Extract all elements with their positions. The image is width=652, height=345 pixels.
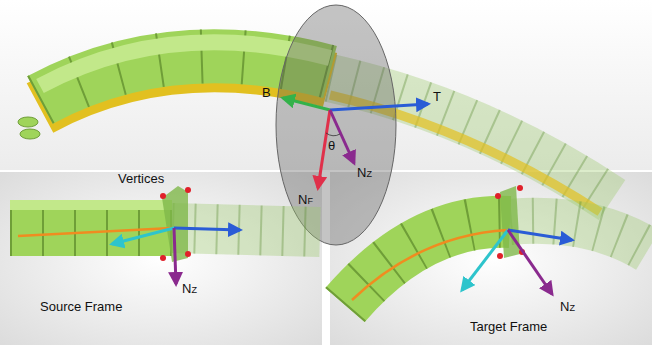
angle-label: θ — [328, 139, 335, 153]
target-frame-robot — [345, 185, 648, 305]
vector-label: T — [433, 90, 441, 104]
vector-label: B — [262, 86, 271, 100]
vector-label: NZ — [182, 282, 197, 296]
panel-label: Target Frame — [470, 320, 547, 334]
part-label: Vertices — [118, 172, 164, 186]
source-frame-robot — [10, 186, 320, 284]
vector-label: NZ — [357, 166, 372, 180]
vector-label: NZ — [560, 300, 575, 314]
vector-label: NF — [298, 193, 313, 207]
panel-label: Source Frame — [40, 300, 122, 314]
